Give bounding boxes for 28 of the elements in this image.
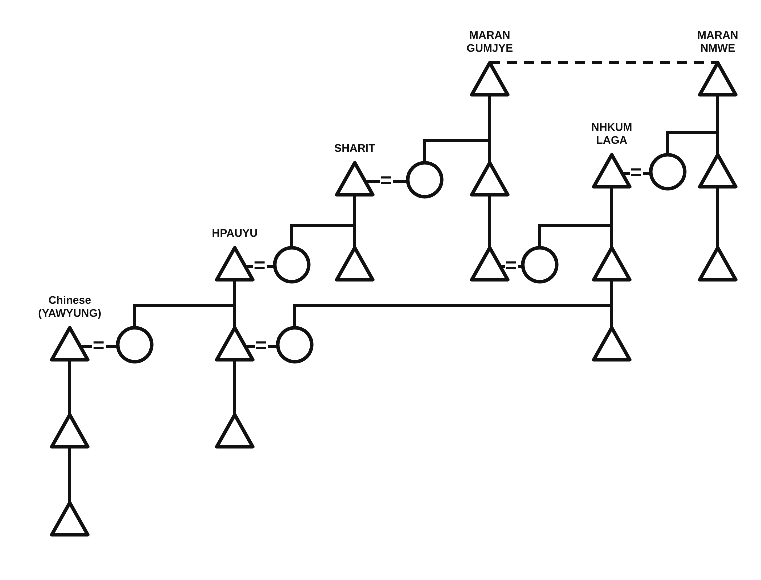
descent-line: [234, 360, 236, 415]
male-triangle-symbol: [592, 247, 632, 283]
descent-line: [68, 360, 72, 415]
clan-name-label: SHARIT: [334, 143, 376, 156]
clan-name-label: NHKUM LAGA: [590, 122, 634, 148]
clan-name-label: MARAN NMWE: [696, 30, 740, 56]
male-triangle-symbol: [50, 414, 90, 450]
female-circle-symbol: [405, 162, 445, 198]
male-triangle-symbol: [335, 247, 375, 283]
clan-name-label: HPAUYU: [211, 228, 259, 241]
female-circle-symbol: [275, 327, 315, 363]
female-circle-symbol: [648, 154, 688, 190]
male-triangle-symbol: [698, 154, 738, 190]
female-circle-symbol: [115, 327, 155, 363]
female-circle-symbol: [520, 247, 560, 283]
male-triangle-symbol: [215, 327, 255, 363]
descent-line: [716, 187, 720, 248]
male-triangle-symbol: [50, 502, 90, 538]
female-circle-symbol: [272, 247, 312, 283]
male-triangle-symbol: [470, 162, 510, 198]
descent-line: [488, 195, 492, 248]
male-triangle-symbol: [215, 414, 255, 450]
descent-line: [68, 447, 72, 503]
kinship-link-line: [490, 62, 718, 64]
male-triangle-symbol: [698, 247, 738, 283]
male-triangle-symbol: [592, 327, 632, 363]
clan-name-label: MARAN GUMJYE: [466, 30, 514, 56]
clan-name-label: Chinese (YAWYUNG): [37, 295, 103, 321]
